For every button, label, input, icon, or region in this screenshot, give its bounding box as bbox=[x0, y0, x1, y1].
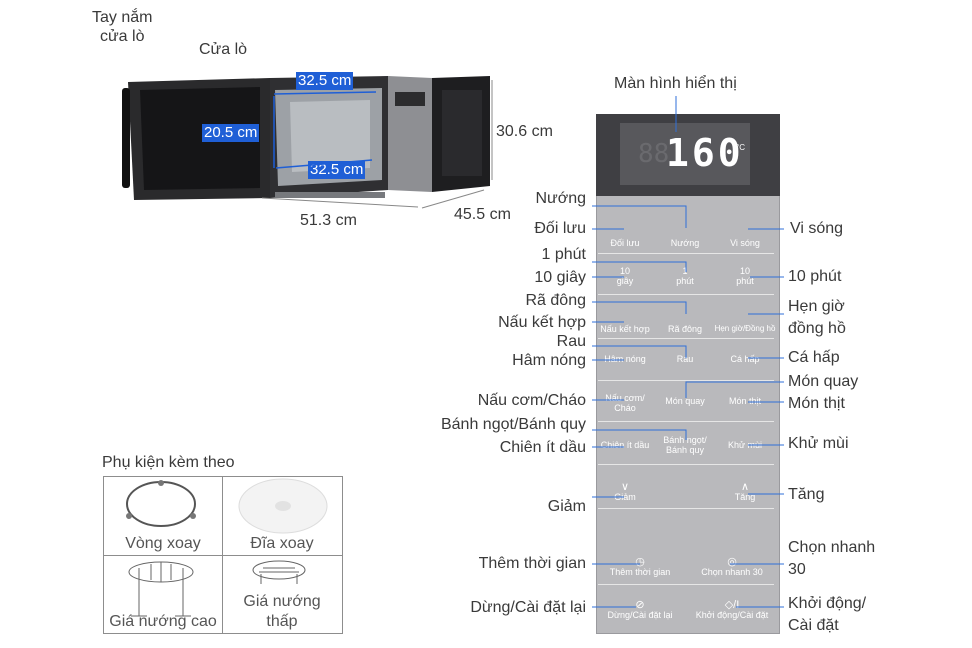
control-panel bbox=[596, 114, 780, 634]
chevron-up-icon: ∧ bbox=[740, 481, 750, 493]
doi-luu-button[interactable]: Đối lưu bbox=[610, 238, 640, 248]
callout-khoi-dong: Khởi động/ Cài đặt bbox=[788, 595, 867, 634]
ra-dong-button[interactable]: Rã đông bbox=[667, 324, 703, 334]
panel-separator bbox=[598, 253, 774, 254]
ca-hap-button[interactable]: Cá hấp bbox=[730, 354, 760, 364]
chon-nhanh-button[interactable]: ◎Chọn nhanh 30 bbox=[690, 556, 774, 578]
nau-ket-hop-button[interactable]: Nấu kết hợp bbox=[600, 324, 650, 334]
ten-sec-button[interactable]: 10 giây bbox=[616, 266, 634, 286]
callout-one-min: 1 phút bbox=[541, 246, 586, 263]
callout-chien-it-dau: Chiên ít dầu bbox=[499, 439, 586, 456]
panel-separator bbox=[598, 421, 774, 422]
tang-button[interactable]: ∧Tăng bbox=[720, 481, 770, 503]
nuong-button[interactable]: Nướng bbox=[670, 238, 700, 248]
display-screen: 160 °C 88 bbox=[620, 123, 750, 185]
panel-separator bbox=[598, 464, 774, 465]
oven-drawing bbox=[122, 76, 490, 200]
chevron-down-icon: ∨ bbox=[620, 481, 630, 493]
callout-giam: Giảm bbox=[547, 498, 586, 515]
callout-khu-mui: Khử mùi bbox=[788, 435, 849, 452]
accessory-label-turntable: Đĩa xoay bbox=[250, 535, 314, 552]
ten-min-button[interactable]: 10 phút bbox=[736, 266, 754, 286]
hen-gio-button[interactable]: Hẹn giờ/Đồng hồ bbox=[714, 324, 776, 333]
stop-icon: ⊘ bbox=[635, 599, 645, 611]
inner-depth-tag: 32.5 cm bbox=[308, 161, 366, 179]
banh-ngot-button[interactable]: Bánh ngọt/ Bánh quy bbox=[663, 435, 707, 455]
oven-illustration bbox=[120, 70, 500, 210]
callout-them-thoi-gian: Thêm thời gian bbox=[478, 555, 586, 572]
khu-mui-button[interactable]: Khử mùi bbox=[727, 440, 763, 450]
callout-ham-nong: Hâm nóng bbox=[512, 352, 586, 369]
display-dim-digits: 88 bbox=[638, 139, 670, 169]
accessories-divider-v bbox=[222, 476, 223, 633]
panel-separator bbox=[598, 508, 774, 509]
callout-nau-com: Nấu cơm/Cháo bbox=[477, 392, 586, 409]
chon-nhanh-label: Chọn nhanh 30 bbox=[701, 567, 763, 577]
accessory-label-low-rack: Giá nướng thấp bbox=[243, 593, 321, 630]
chien-it-dau-button[interactable]: Chiên ít dầu bbox=[600, 440, 650, 450]
mon-thit-button[interactable]: Món thịt bbox=[728, 396, 761, 406]
vi-song-button[interactable]: Vi sóng bbox=[730, 238, 760, 248]
panel-separator bbox=[598, 338, 774, 339]
accessories-divider-h bbox=[103, 555, 342, 556]
low-rack-image bbox=[252, 560, 306, 584]
them-thoi-gian-button[interactable]: ◷Thêm thời gian bbox=[598, 556, 682, 578]
callout-mon-quay: Món quay bbox=[788, 373, 859, 390]
callout-mon-thit: Món thịt bbox=[788, 395, 845, 412]
panel-separator bbox=[598, 380, 774, 381]
callout-nuong: Nướng bbox=[535, 190, 586, 207]
one-min-button[interactable]: 1 phút bbox=[676, 266, 694, 286]
rau-button[interactable]: Rau bbox=[676, 354, 694, 364]
khoi-dong-label: Khởi động/Cài đặt bbox=[695, 610, 769, 620]
turntable-image bbox=[238, 478, 328, 534]
outer-depth-label: 45.5 cm bbox=[454, 206, 511, 223]
display-unit: °C bbox=[736, 143, 745, 152]
dung-button[interactable]: ⊘Dừng/Cài đặt lại bbox=[598, 599, 682, 621]
giam-button[interactable]: ∨Giảm bbox=[600, 481, 650, 503]
callout-chon-nhanh: Chọn nhanh 30 bbox=[788, 539, 876, 578]
inner-height-tag: 20.5 cm bbox=[202, 124, 260, 142]
callout-ca-hap: Cá hấp bbox=[788, 349, 840, 366]
callout-vi-song: Vi sóng bbox=[790, 220, 844, 237]
dung-label: Dừng/Cài đặt lại bbox=[607, 610, 673, 620]
them-thoi-gian-label: Thêm thời gian bbox=[609, 567, 671, 577]
panel-separator bbox=[598, 584, 774, 585]
display-label: Màn hình hiển thị bbox=[614, 75, 737, 92]
high-rack-image bbox=[128, 561, 194, 617]
accessory-label-high-rack: Giá nướng cao bbox=[109, 613, 217, 630]
roller-ring-image bbox=[126, 480, 196, 527]
display-value: 160 bbox=[666, 131, 744, 175]
outer-height-label: 30.6 cm bbox=[496, 123, 553, 140]
handle-label: Tay nắm cửa lò bbox=[92, 9, 153, 45]
accessories-title: Phụ kiện kèm theo bbox=[102, 454, 235, 471]
ham-nong-button[interactable]: Hâm nóng bbox=[604, 354, 646, 364]
callout-ten-min: 10 phút bbox=[788, 268, 842, 285]
callout-nau-ket-hop: Nấu kết hợp bbox=[498, 314, 586, 331]
nau-com-button[interactable]: Nấu cơm/ Cháo bbox=[605, 393, 645, 413]
callout-banh-ngot: Bánh ngọt/Bánh quy bbox=[440, 416, 586, 433]
quick-icon: ◎ bbox=[727, 556, 737, 568]
callout-hen-gio: Hẹn giờ đồng hồ bbox=[788, 298, 846, 337]
callout-ten-sec: 10 giây bbox=[534, 269, 586, 286]
callout-ra-dong: Rã đông bbox=[525, 292, 587, 309]
mon-quay-button[interactable]: Món quay bbox=[665, 396, 705, 406]
callout-tang: Tăng bbox=[788, 486, 825, 503]
start-icon: ◇/I bbox=[724, 599, 740, 611]
callout-doi-luu: Đối lưu bbox=[534, 220, 586, 237]
accessory-drawings bbox=[126, 478, 328, 617]
accessory-label-roller-ring: Vòng xoay bbox=[125, 535, 201, 552]
outer-width-label: 51.3 cm bbox=[300, 212, 357, 229]
panel-separator bbox=[598, 294, 774, 295]
inner-width-tag: 32.5 cm bbox=[296, 72, 354, 90]
giam-label: Giảm bbox=[614, 492, 636, 502]
callout-dung: Dừng/Cài đặt lại bbox=[470, 599, 586, 616]
tang-label: Tăng bbox=[734, 492, 756, 502]
callout-rau: Rau bbox=[556, 333, 586, 350]
door-label: Cửa lò bbox=[199, 41, 248, 58]
clock-icon: ◷ bbox=[635, 556, 645, 568]
